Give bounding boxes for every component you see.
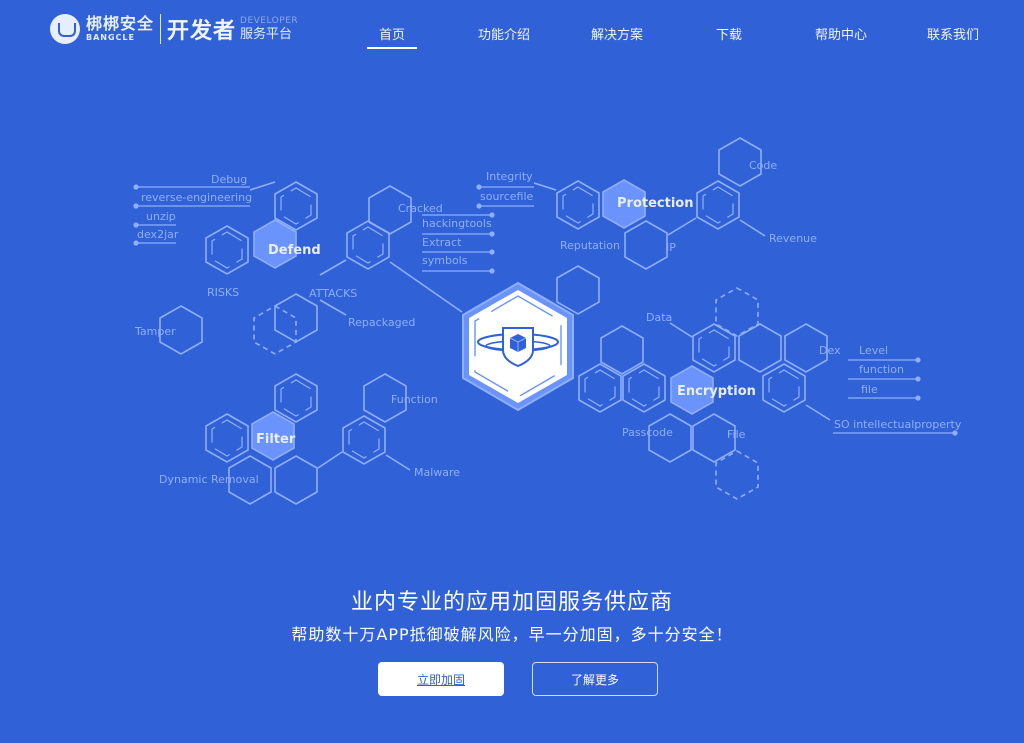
defend-cluster	[159, 181, 463, 355]
label-debug: Debug	[211, 173, 248, 186]
logo[interactable]: 梆梆安全 BANGCLE 开发者 DEVELOPER 服务平台	[50, 12, 298, 46]
label-dex2jar: dex2jar	[137, 228, 179, 241]
label-risks: RISKS	[207, 286, 240, 299]
label-attacks: ATTACKS	[309, 287, 358, 300]
label-tamper: Tamper	[135, 325, 176, 338]
logo-product-sub: DEVELOPER 服务平台	[240, 16, 299, 42]
nav-solutions[interactable]: 解决方案	[590, 28, 644, 43]
label-reverse-engineering: reverse-engineering	[141, 191, 253, 204]
label-repackaged: Repackaged	[348, 316, 416, 329]
encryption-cluster	[578, 287, 831, 500]
label-level: Level	[859, 344, 889, 357]
nav-help-center[interactable]: 帮助中心	[814, 28, 868, 43]
label-defend: Defend	[268, 243, 321, 258]
label-revenue: Revenue	[769, 232, 817, 245]
header: 梆梆安全 BANGCLE 开发者 DEVELOPER 服务平台 首页 功能介绍 …	[0, 0, 1024, 60]
logo-divider	[160, 14, 162, 44]
logo-brand: 梆梆安全 BANGCLE	[86, 16, 154, 42]
nav-home[interactable]: 首页	[366, 24, 418, 49]
label-ip: IP	[666, 241, 676, 254]
logo-product-en: DEVELOPER	[240, 16, 299, 26]
label-dex: Dex	[819, 344, 841, 357]
label-protection: Protection	[617, 196, 694, 211]
nav-download[interactable]: 下载	[715, 28, 743, 43]
logo-brand-en: BANGCLE	[86, 33, 135, 42]
label-data: Data	[646, 311, 673, 324]
label-function: function	[859, 363, 904, 376]
harden-now-button[interactable]: 立即加固	[378, 662, 504, 696]
main-nav: 首页 功能介绍 解决方案 下载 帮助中心 联系我们	[0, 24, 1024, 54]
label-so-intellectualproperty: SO intellectualproperty	[834, 418, 962, 431]
label-sourcefile: sourcefile	[480, 190, 534, 203]
nav-features[interactable]: 功能介绍	[477, 28, 531, 43]
filter-cluster	[205, 373, 411, 505]
hero-subtitle: 帮助数十万APP抵御破解风险，早一分加固，多十分安全！	[291, 625, 733, 644]
label-cracked: Cracked	[398, 202, 443, 215]
learn-more-button[interactable]: 了解更多	[532, 662, 658, 696]
label-extract: Extract	[422, 236, 462, 249]
nav-contact-us[interactable]: 联系我们	[926, 28, 980, 43]
label-encryption: Encryption	[677, 384, 756, 399]
label-symbols: symbols	[422, 254, 468, 267]
protection-cluster	[533, 137, 766, 315]
logo-product: 开发者	[167, 19, 237, 44]
bangcle-logo-icon	[50, 14, 80, 44]
label-hackingtools: hackingtools	[422, 217, 492, 230]
label-integrity: Integrity	[486, 170, 533, 183]
logo-brand-cn: 梆梆安全	[86, 14, 155, 33]
hexagon-network-diagram	[133, 137, 958, 505]
hero-title: 业内专业的应用加固服务供应商	[350, 590, 673, 615]
harden-now-label: 立即加固	[416, 672, 465, 687]
label-file: File	[727, 428, 746, 441]
label-reputation: Reputation	[560, 239, 620, 252]
shield-cube-orbit-icon	[477, 327, 559, 368]
label-passcode: Passcode	[622, 426, 673, 439]
label-code: Code	[749, 159, 778, 172]
logo-product-cn: 服务平台	[240, 27, 293, 42]
label-file-lower: file	[861, 383, 878, 396]
label-unzip: unzip	[146, 210, 176, 223]
label-function-filter: Function	[391, 393, 438, 406]
label-dynamic-removal: Dynamic Removal	[159, 473, 259, 486]
label-filter: Filter	[256, 432, 296, 447]
label-malware: Malware	[414, 466, 461, 479]
